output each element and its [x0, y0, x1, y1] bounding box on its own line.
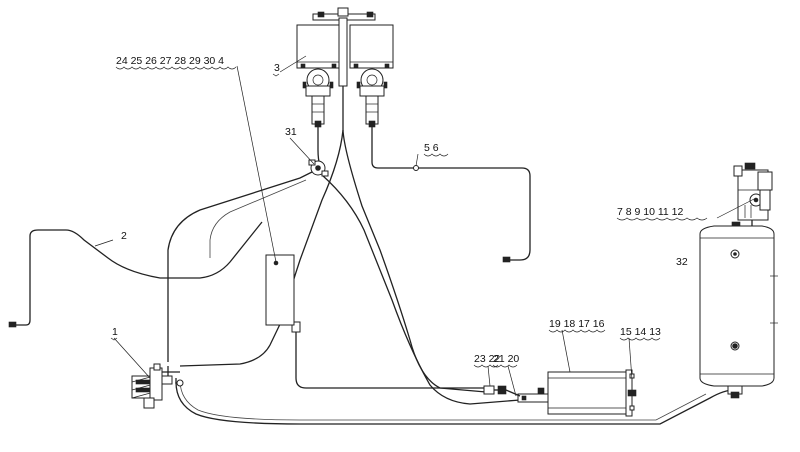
- leader-7-12: [716, 197, 757, 219]
- label-5-6: 5 6: [424, 142, 439, 154]
- top-unit-assembly: [296, 7, 394, 128]
- leader-31: [289, 137, 315, 165]
- top-nut-left: [317, 11, 325, 18]
- label-2: 2: [121, 230, 127, 242]
- valve-31: [308, 159, 329, 177]
- leader-19-16: [561, 329, 571, 373]
- pipe-31-left: [167, 171, 313, 362]
- pipe-bottom: [175, 381, 735, 425]
- label-19-16: 19 18 17 16: [549, 318, 605, 330]
- leader-3: [279, 55, 307, 73]
- component-7-12: [731, 162, 773, 237]
- label-31: 31: [285, 126, 297, 138]
- leader-1: [113, 337, 151, 379]
- cylinder-left: [311, 95, 325, 125]
- tank-32: [699, 225, 778, 399]
- top-fitting: [337, 7, 349, 17]
- valve-1: [131, 363, 184, 409]
- leader-15-13: [628, 337, 633, 381]
- box-4: [265, 254, 295, 326]
- label-1: 1: [112, 326, 118, 338]
- leader-23-22: [487, 365, 491, 387]
- pipe-5-6: [371, 127, 531, 261]
- label-7-12: 7 8 9 10 11 12: [617, 206, 684, 218]
- leader-4: [236, 65, 277, 263]
- leader-5-6: [415, 153, 419, 167]
- label-21-20: 21 20: [493, 353, 519, 365]
- pipe-box4: [295, 326, 486, 389]
- leader-lines: [94, 55, 757, 397]
- filter-assembly: [483, 369, 637, 417]
- label-24-30-4: 24 25 26 27 28 29 30 4: [116, 55, 224, 67]
- labels: 1 2 3 24 25 26 27 28 29 30 4 31 5 6 7 8 …: [110, 55, 708, 368]
- unit-box-right: [349, 24, 394, 69]
- pipe-to-21-20: [321, 174, 521, 405]
- leader-21-20: [507, 365, 517, 397]
- pipe-to-31: [317, 127, 321, 166]
- top-nut-right: [366, 11, 374, 18]
- leader-2: [94, 239, 114, 247]
- label-23-22: 23 22: [474, 353, 500, 365]
- center-riser: [338, 17, 348, 87]
- label-15-13: 15 14 13: [620, 326, 661, 338]
- label-3: 3: [274, 62, 280, 74]
- unit-box-left: [296, 24, 341, 69]
- label-32: 32: [676, 256, 688, 268]
- cylinder-right: [365, 95, 379, 125]
- pipe-2: [14, 221, 263, 326]
